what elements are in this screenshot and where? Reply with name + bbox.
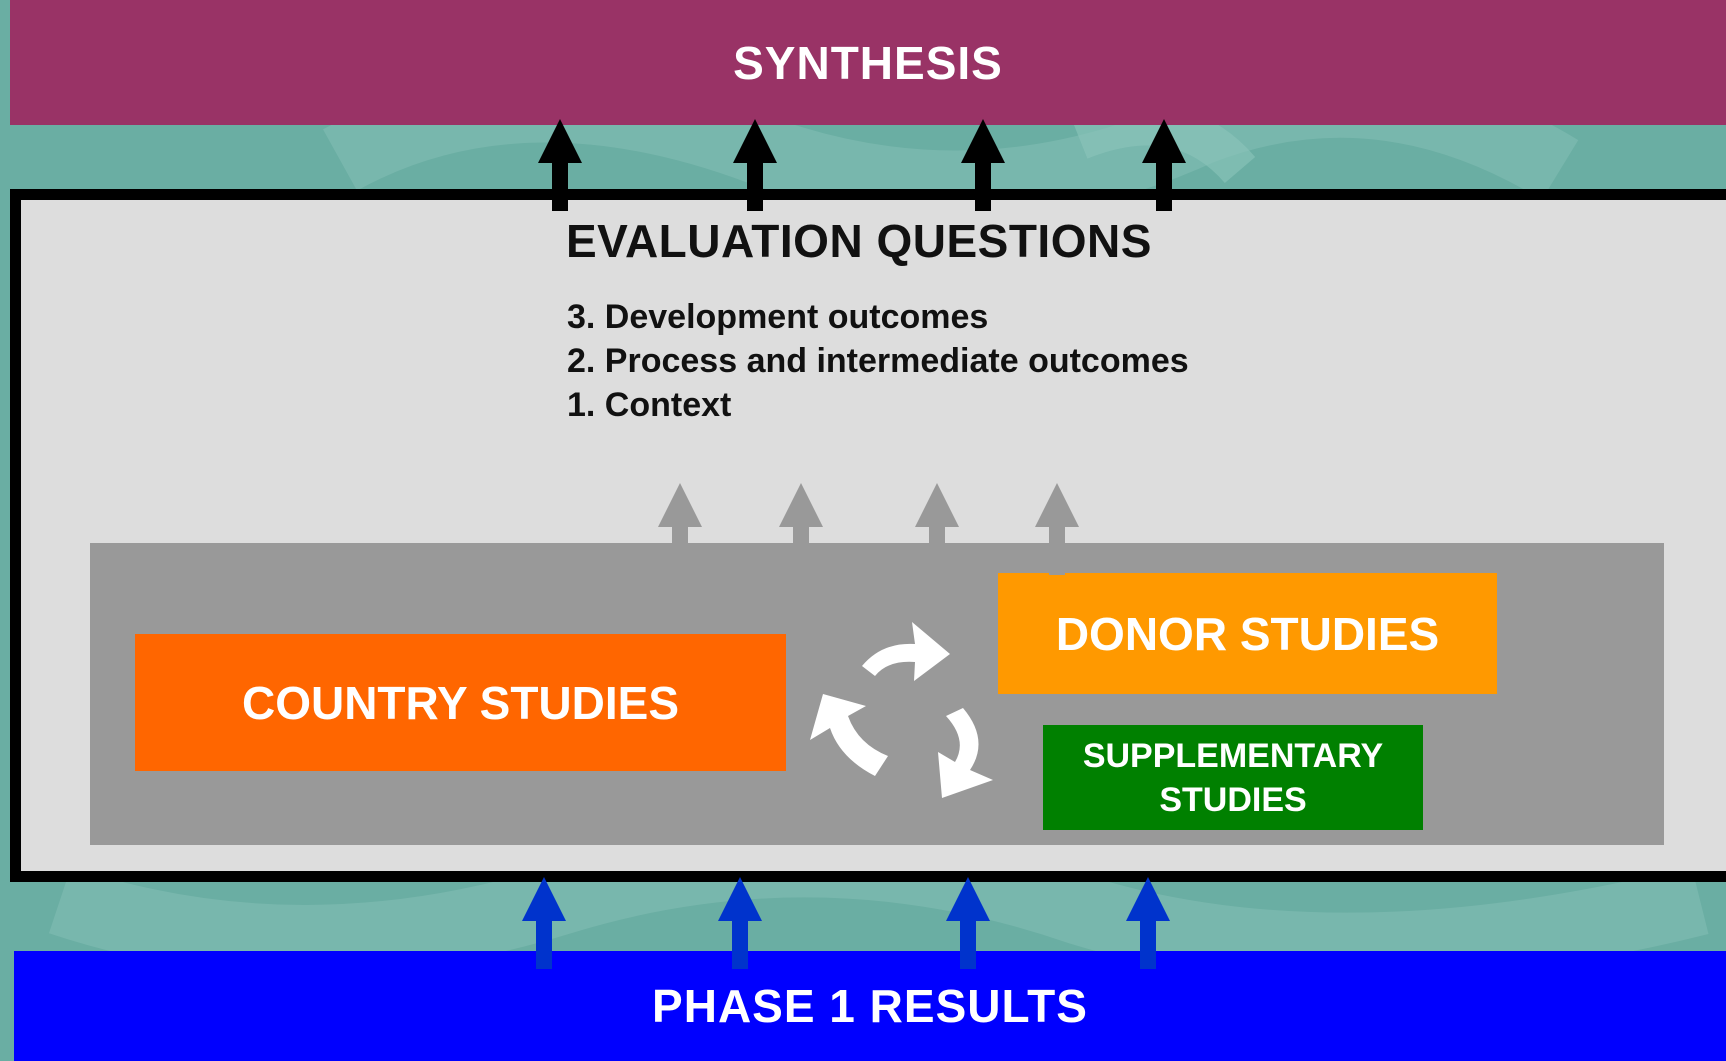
question-item: 3. Development outcomes — [567, 298, 989, 336]
supplementary-studies-label-line2: STUDIES — [1159, 780, 1307, 819]
synthesis-bar: SYNTHESIS — [10, 0, 1726, 125]
country-studies-box: COUNTRY STUDIES — [135, 634, 786, 771]
phase1-results-bar: PHASE 1 RESULTS — [14, 951, 1726, 1061]
supplementary-studies-label-line1: SUPPLEMENTARY — [1082, 736, 1384, 775]
supplementary-studies-box: SUPPLEMENTARY STUDIES — [1043, 725, 1423, 830]
evaluation-questions-title: EVALUATION QUESTIONS — [566, 215, 1152, 267]
country-studies-label: COUNTRY STUDIES — [241, 676, 680, 729]
question-item: 1. Context — [567, 386, 732, 424]
question-item: 2. Process and intermediate outcomes — [567, 342, 1189, 380]
synthesis-label: SYNTHESIS — [733, 36, 1003, 89]
donor-studies-label: DONOR STUDIES — [1055, 607, 1440, 660]
donor-studies-box: DONOR STUDIES — [998, 573, 1497, 694]
phase1-results-label: PHASE 1 RESULTS — [652, 980, 1088, 1032]
